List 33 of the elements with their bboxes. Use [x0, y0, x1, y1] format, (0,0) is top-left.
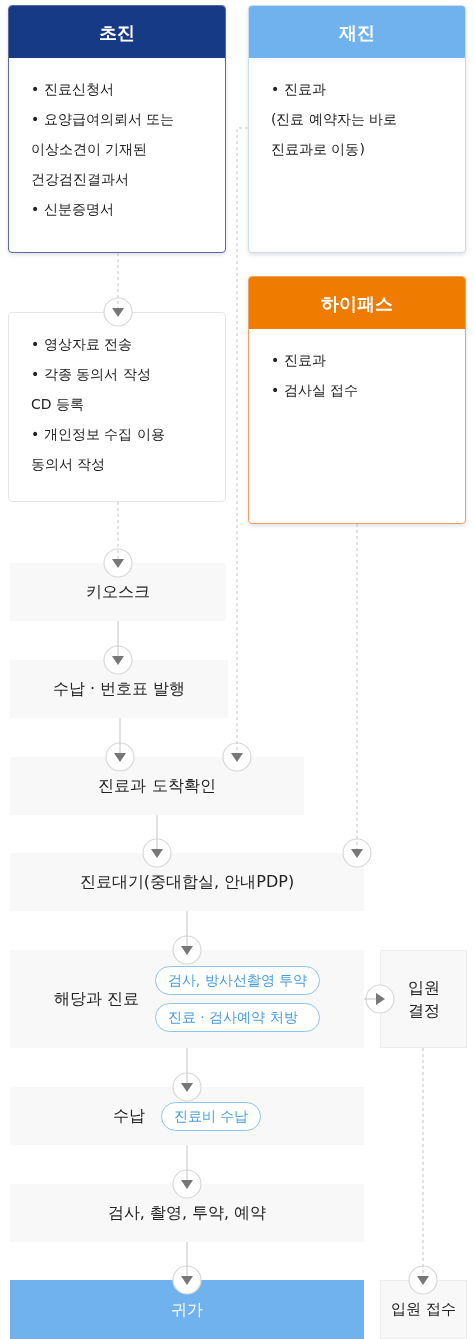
- tag-pill: 진료비 수납: [160, 1101, 262, 1131]
- step-box: 입원 결정: [380, 950, 467, 1048]
- list-item: • 요양급여의뢰서 또는 이상소견이 기재된 건강검진결과서: [31, 110, 176, 189]
- card-header: 하이패스: [249, 277, 465, 329]
- list-item: • 진료과: [271, 80, 327, 99]
- end-box: 귀가: [10, 1280, 364, 1339]
- category-card: [8, 5, 226, 253]
- list-item: CD 등록: [31, 395, 85, 414]
- step-box: 입원 접수: [380, 1280, 467, 1339]
- step-title: 수납: [112, 1105, 145, 1127]
- document-card: [8, 312, 226, 502]
- card-header: 초진: [9, 6, 225, 58]
- step-box: 진료대기(중대합실, 안내PDP): [10, 853, 364, 911]
- list-item: • 진료신청서: [31, 80, 115, 99]
- step-title: 해당과 진료: [53, 988, 139, 1010]
- list-item: • 신분증명서: [31, 200, 115, 219]
- step-box: [10, 1087, 364, 1145]
- step-box: 진료과 도착확인: [10, 757, 304, 815]
- list-item: • 진료과: [271, 351, 327, 370]
- step-box: [10, 950, 364, 1048]
- tag-pill: 검사, 방사선촬영 투약: [154, 966, 321, 995]
- step-box: 수납 · 번호표 발행: [10, 660, 228, 718]
- list-item: (진료 예약자는 바로 진료과로 이동): [271, 110, 399, 159]
- list-item: • 각종 동의서 작성: [31, 365, 152, 384]
- tag-pill: 진료 · 검사예약 처방: [154, 1003, 321, 1032]
- card-header: 재진: [249, 6, 465, 58]
- step-box: 키오스크: [10, 563, 226, 621]
- category-card: [248, 276, 466, 524]
- category-card: [248, 5, 466, 253]
- list-item: • 검사실 접수: [271, 381, 360, 400]
- step-box: 검사, 촬영, 투약, 예약: [10, 1184, 364, 1242]
- list-item: • 영상자료 전송: [31, 335, 134, 354]
- list-item: • 개인정보 수집 이용 동의서 작성: [31, 425, 166, 474]
